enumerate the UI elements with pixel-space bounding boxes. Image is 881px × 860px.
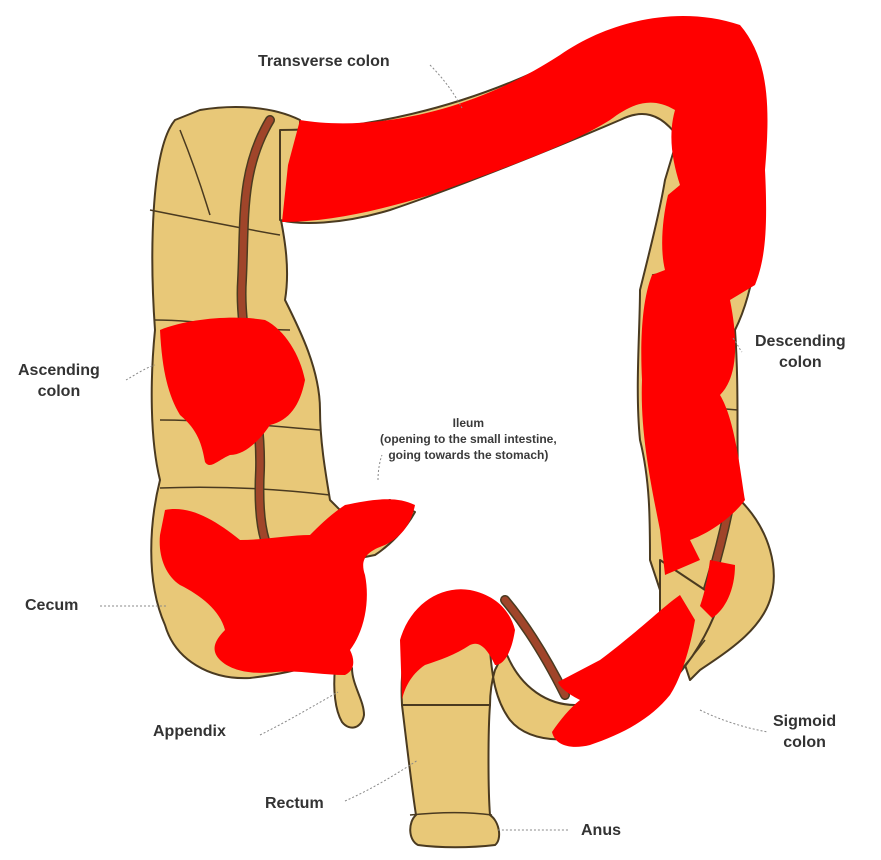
label-cecum: Cecum (25, 595, 78, 616)
label-descending-line1: Descending (755, 331, 846, 352)
label-ileum: Ileum (opening to the small intestine, g… (380, 415, 557, 463)
label-transverse-colon: Transverse colon (258, 51, 390, 72)
label-sigmoid-line2: colon (773, 732, 836, 753)
label-appendix: Appendix (153, 721, 226, 742)
label-rectum: Rectum (265, 793, 324, 814)
appendix-shape (334, 668, 364, 728)
label-sigmoid-colon: Sigmoid colon (773, 711, 836, 753)
label-ascending-line1: Ascending (18, 360, 100, 381)
rectum-shape (402, 705, 499, 847)
label-descending-line2: colon (755, 352, 846, 373)
label-descending-colon: Descending colon (755, 331, 846, 373)
label-ascending-colon: Ascending colon (18, 360, 100, 402)
label-ileum-line3: going towards the stomach) (380, 447, 557, 463)
label-ileum-line1: Ileum (380, 415, 557, 431)
highlight-transverse-descending (282, 16, 767, 575)
label-ascending-line2: colon (18, 381, 100, 402)
label-sigmoid-line1: Sigmoid (773, 711, 836, 732)
label-ileum-line2: (opening to the small intestine, (380, 431, 557, 447)
label-anus: Anus (581, 820, 621, 841)
